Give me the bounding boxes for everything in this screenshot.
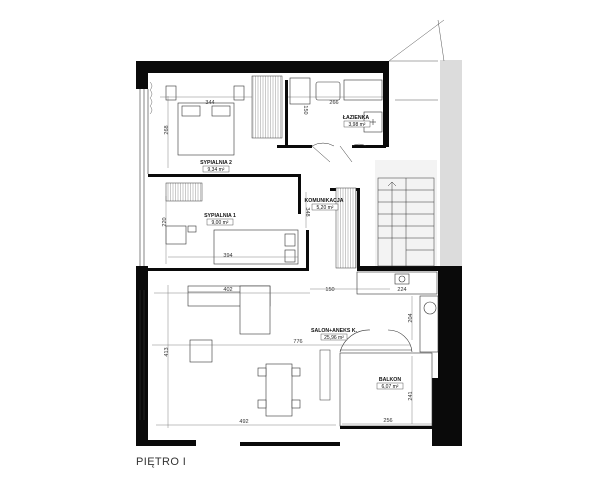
sofa xyxy=(187,285,271,335)
dim-268: 268 xyxy=(164,125,170,134)
windows-left xyxy=(139,89,149,420)
dim-220: 220 xyxy=(162,217,168,226)
wardrobe-sypialnia2 xyxy=(251,75,283,139)
floor-label: PIĘTRO I xyxy=(136,456,187,468)
label-komunikacja: KOMUNIKACJA 5,20 m² xyxy=(305,198,344,211)
dim-224: 224 xyxy=(397,287,406,293)
label-lazienka: ŁAZIENKA 3,98 m² xyxy=(343,115,371,128)
coffee-table xyxy=(189,339,213,363)
dim-344: 344 xyxy=(205,100,214,106)
external-stair-top xyxy=(388,19,445,101)
dim-492: 492 xyxy=(239,419,248,425)
room-name-balkon: BALKON xyxy=(379,377,401,383)
dim-413: 413 xyxy=(164,347,170,356)
dim-150-salon: 150 xyxy=(325,287,334,293)
room-name-komunikacja: KOMUNIKACJA xyxy=(305,198,344,204)
dimension-lines xyxy=(152,96,432,428)
dim-402: 402 xyxy=(223,287,232,293)
room-name-salon: SALON+ANEKS K. xyxy=(311,328,358,334)
dim-348: 348 xyxy=(304,207,310,216)
room-area-sypialnia1: 9,00 m² xyxy=(212,220,229,226)
room-name-lazienka: ŁAZIENKA xyxy=(343,115,369,121)
dim-776: 776 xyxy=(293,339,302,345)
wardrobe-komunikacja xyxy=(335,187,357,269)
dim-256: 256 xyxy=(383,418,392,424)
dim-150-top: 150 xyxy=(302,105,308,114)
dim-266: 266 xyxy=(329,100,338,106)
bathroom-door xyxy=(311,142,367,163)
room-area-lazienka: 3,98 m² xyxy=(349,122,366,128)
dining-set xyxy=(257,363,301,417)
exterior-shade-right xyxy=(440,60,462,270)
curtain-s2 xyxy=(149,81,153,115)
room-area-sypialnia2: 9,34 m² xyxy=(208,167,225,173)
dim-394: 394 xyxy=(223,253,232,259)
bathroom-fixtures xyxy=(289,77,383,133)
bed-sypialnia2 xyxy=(165,85,245,156)
dim-241: 241 xyxy=(408,391,414,400)
tv-cabinet xyxy=(319,349,331,401)
staircase xyxy=(377,177,435,267)
room-area-balkon: 6,07 m² xyxy=(382,384,399,390)
label-sypialnia1: SYPIALNIA 1 9,00 m² xyxy=(204,213,236,226)
room-name-sypialnia2: SYPIALNIA 2 xyxy=(200,160,232,166)
kitchen-counter xyxy=(356,271,439,353)
room-area-komunikacja: 5,20 m² xyxy=(317,205,334,211)
label-salon: SALON+ANEKS K. 25,96 m² xyxy=(311,328,358,341)
balcony-rail xyxy=(340,426,432,429)
wardrobe-sypialnia1 xyxy=(165,182,203,202)
label-balkon: BALKON 6,07 m² xyxy=(376,377,404,390)
room-area-salon: 25,96 m² xyxy=(324,335,344,341)
walls xyxy=(136,61,462,446)
room-name-sypialnia1: SYPIALNIA 1 xyxy=(204,213,236,219)
dim-204: 204 xyxy=(408,313,414,322)
label-sypialnia2: SYPIALNIA 2 9,34 m² xyxy=(196,158,234,173)
bed-sypialnia1 xyxy=(165,225,299,265)
